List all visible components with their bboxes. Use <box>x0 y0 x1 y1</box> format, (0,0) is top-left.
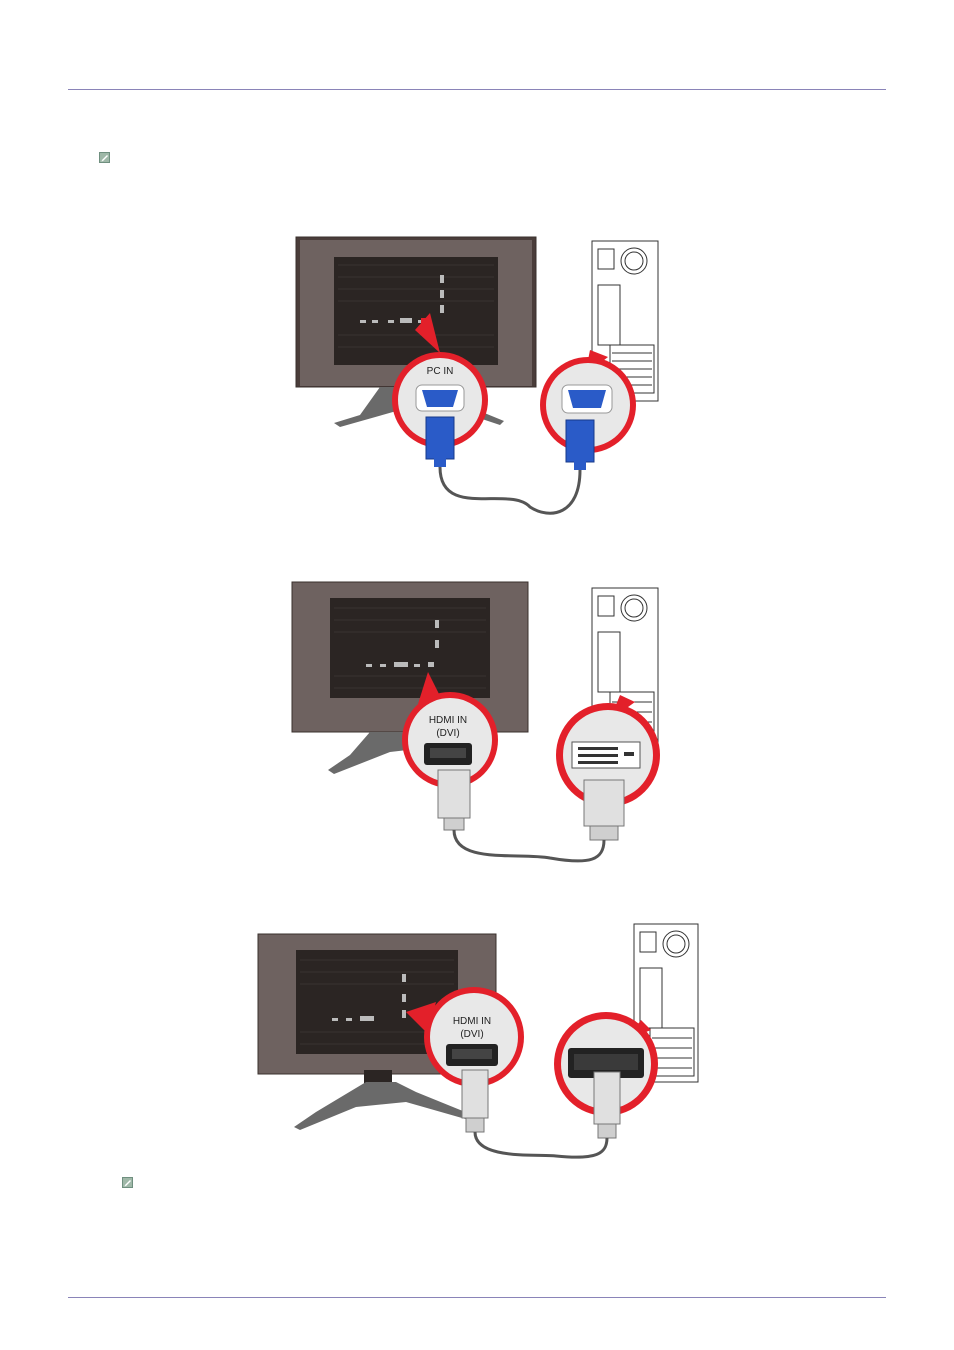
figure-dsub-connection: PC IN <box>290 235 670 520</box>
figure-hdmi-dvi-connection: HDMI IN (DVI) <box>290 580 670 865</box>
header-rule <box>68 89 886 90</box>
port-label-hdmi-in: HDMI IN <box>453 1016 491 1027</box>
port-label-pc-in: PC IN <box>427 366 454 377</box>
port-label-dvi: (DVI) <box>460 1029 483 1040</box>
note-pencil-icon <box>122 1177 133 1188</box>
footer-rule <box>68 1297 886 1298</box>
figure-hdmi-connection: HDMI IN (DVI) <box>256 922 706 1162</box>
port-label-dvi: (DVI) <box>436 728 459 739</box>
note-pencil-icon <box>99 152 110 163</box>
port-label-hdmi-in: HDMI IN <box>429 715 467 726</box>
